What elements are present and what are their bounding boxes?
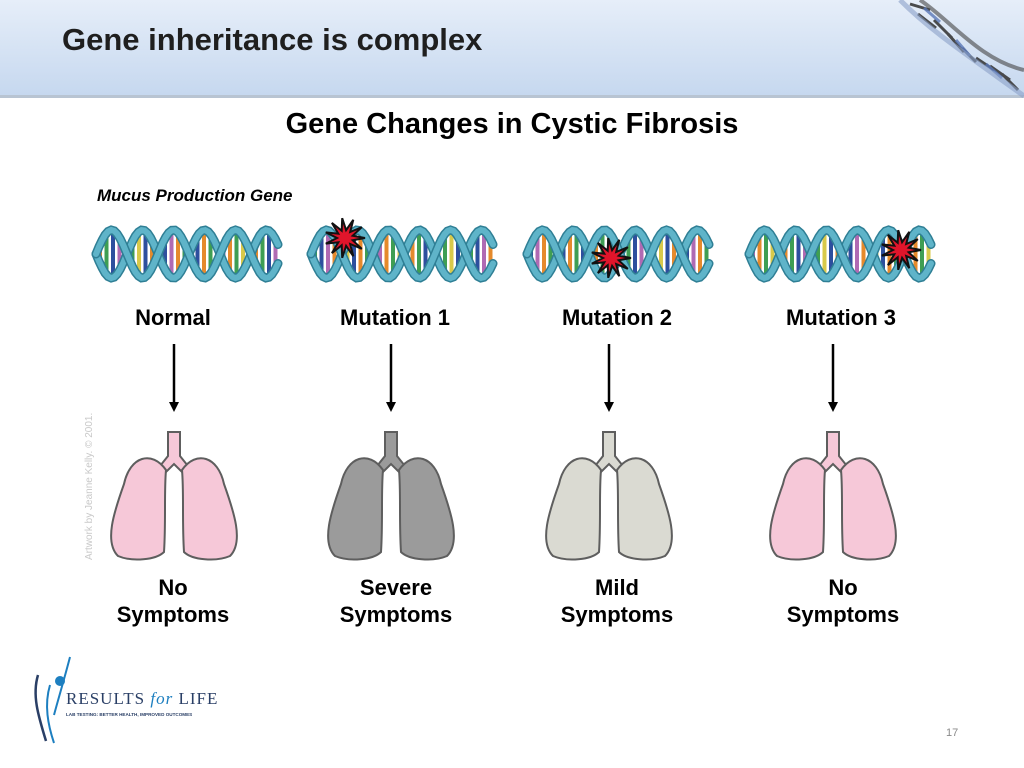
logo-word-3: LIFE <box>178 689 219 708</box>
column-label-mutation-3: Mutation 3 <box>786 305 896 330</box>
artwork-credit: Artwork by Jeanne Kelly. © 2001. <box>84 412 95 560</box>
outcome-mutation-3: No Symptoms <box>743 574 943 628</box>
page-number: 17 <box>946 727 959 739</box>
dna-strand-icon <box>522 225 714 283</box>
gene-label: Mucus Production Gene <box>97 186 293 205</box>
logo-wordmark: RESULTS for LIFE <box>66 689 218 709</box>
mutation-star-icon <box>591 237 632 279</box>
logo-tagline: LAB TESTING: BETTER HEALTH, IMPROVED OUT… <box>66 712 193 717</box>
slide-header <box>0 0 1024 98</box>
outcome-line-1: Mild <box>595 575 639 600</box>
outcome-line-1: No <box>828 575 858 600</box>
column-label-mutation-2: Mutation 2 <box>562 305 672 330</box>
column-label-mutation-1: Mutation 1 <box>340 305 450 330</box>
lungs-icon <box>545 431 673 561</box>
slide-title: Gene inheritance is complex <box>62 22 483 57</box>
logo-word-2: for <box>150 689 174 708</box>
outcome-line-1: No <box>158 575 188 600</box>
mutation-star-icon <box>881 229 922 271</box>
arrow-down-icon <box>169 344 179 412</box>
outcome-mutation-1: Severe Symptoms <box>296 574 496 628</box>
outcome-normal: No Symptoms <box>73 574 273 628</box>
outcome-line-2: Symptoms <box>560 602 674 627</box>
arrow-down-icon <box>386 344 396 412</box>
diagram-title: Gene Changes in Cystic Fibrosis <box>285 108 739 140</box>
lungs-icon <box>110 431 238 561</box>
outcome-line-2: Symptoms <box>786 602 900 627</box>
mutation-star-icon <box>325 217 366 259</box>
outcome-mutation-2: Mild Symptoms <box>517 574 717 628</box>
lungs-icon <box>327 431 455 561</box>
outcome-line-1: Severe <box>359 575 433 600</box>
logo-word-1: RESULTS <box>66 689 146 708</box>
outcome-line-2: Symptoms <box>339 602 453 627</box>
outcome-line-2: Symptoms <box>116 602 230 627</box>
arrow-down-icon <box>604 344 614 412</box>
dna-strand-icon <box>91 225 283 283</box>
results-for-life-logo-mark <box>34 656 71 744</box>
column-label-normal: Normal <box>135 305 211 330</box>
arrow-down-icon <box>828 344 838 412</box>
lungs-icon <box>769 431 897 561</box>
dna-helix-corner-image <box>898 0 1024 98</box>
